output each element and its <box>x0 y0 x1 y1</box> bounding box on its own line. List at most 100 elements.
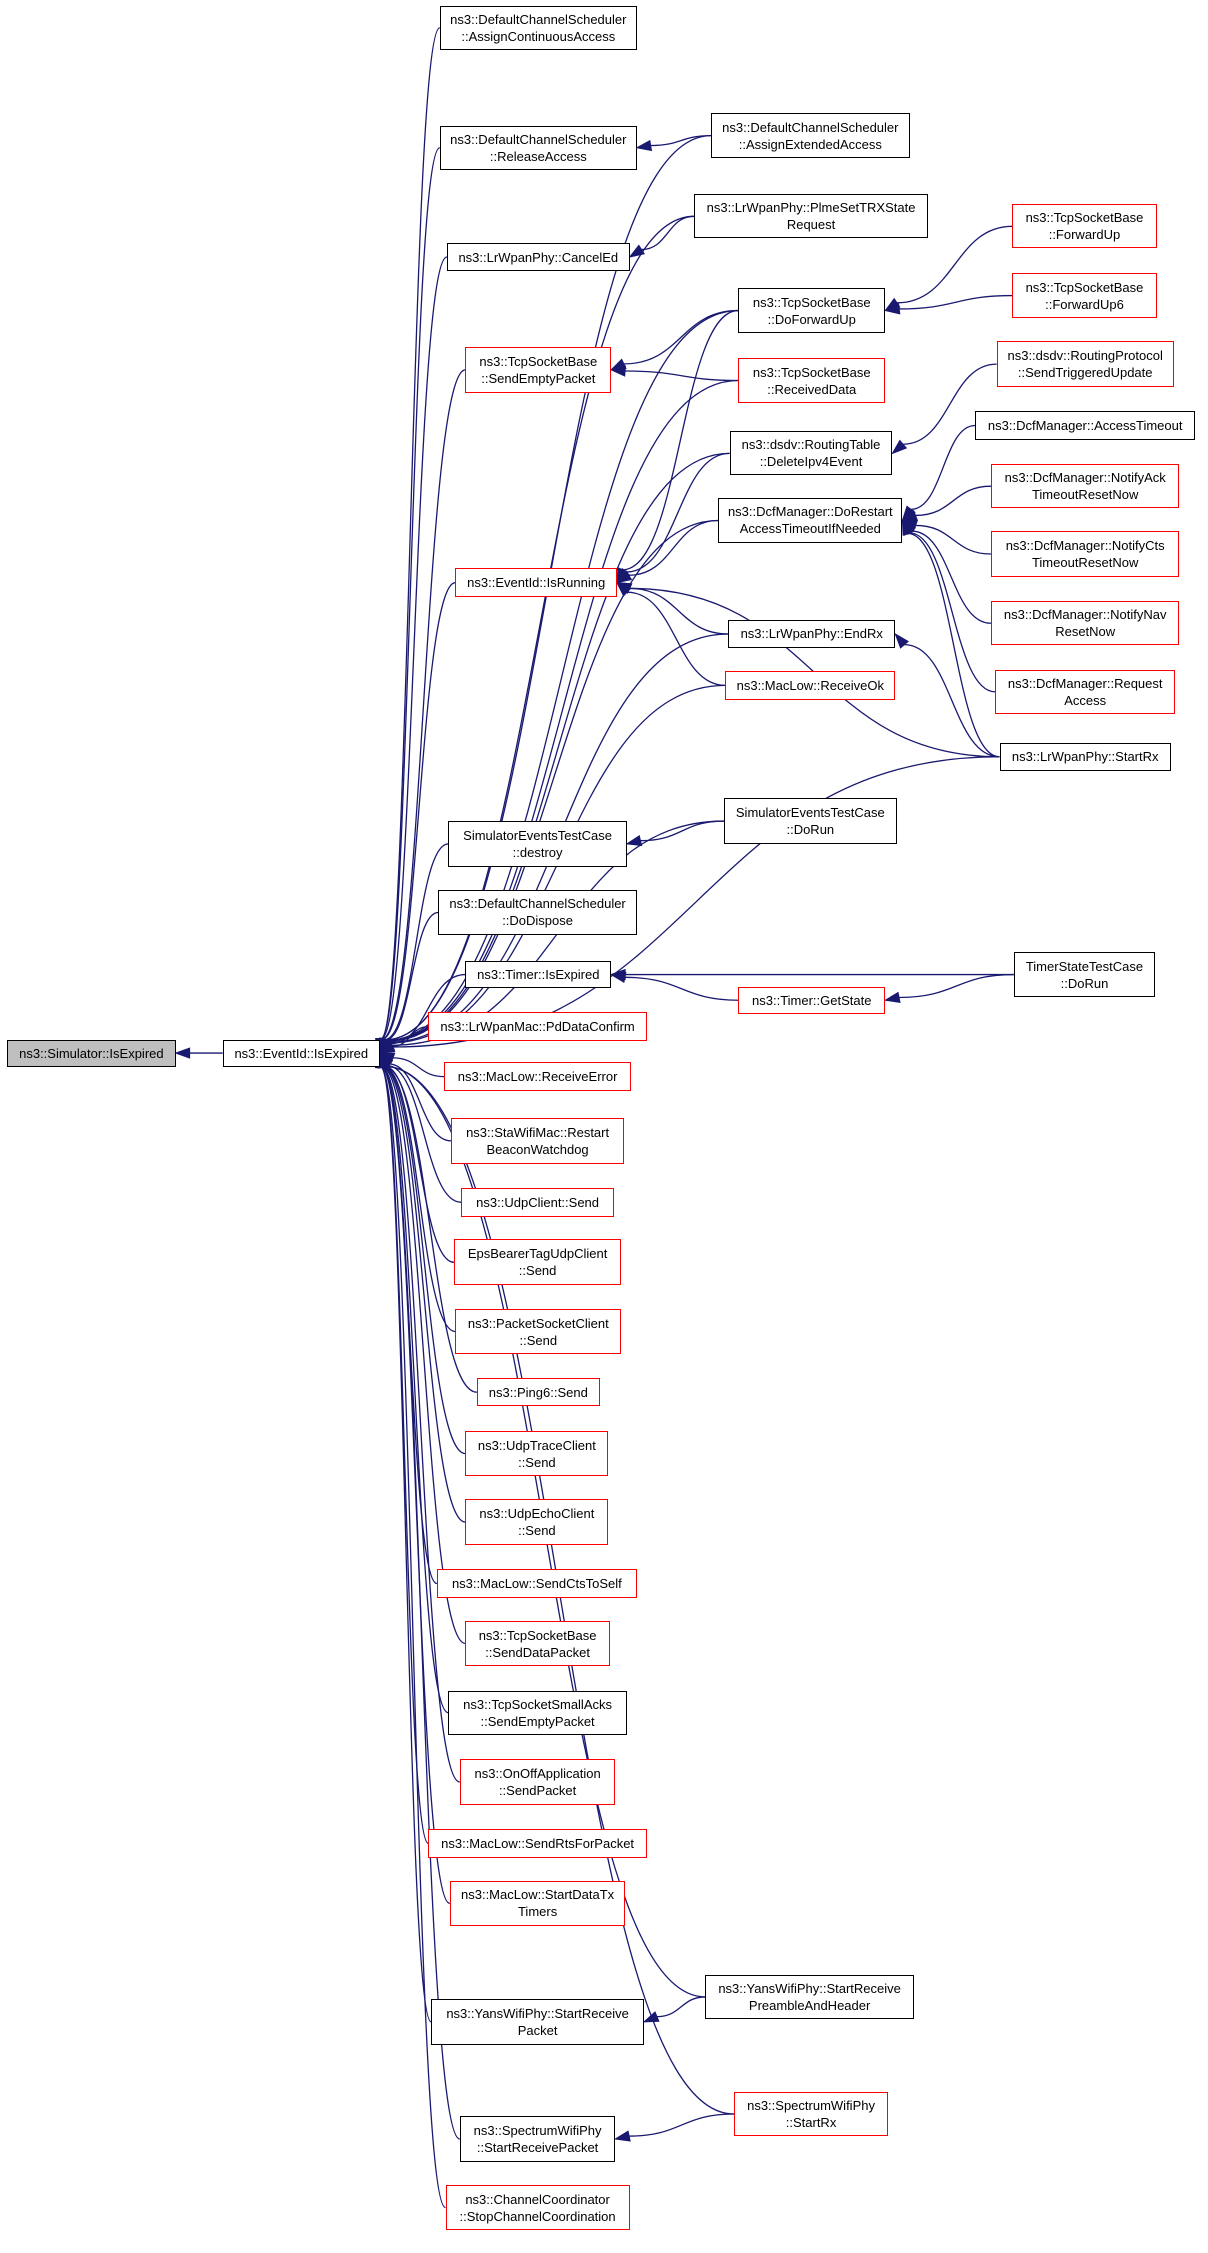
arrowhead-n47-to-n48 <box>613 2130 631 2142</box>
call-edge-n17-to-n1 <box>381 581 456 1040</box>
node-maclow-receiveerror[interactable]: ns3::MacLow::ReceiveError <box>444 1062 632 1091</box>
call-edge-n5-to-n6 <box>641 215 694 251</box>
call-edge-n7-to-n8 <box>896 225 1013 304</box>
call-edge-n21-to-n17 <box>627 591 726 687</box>
node-spectrumwifiphy-startreceivepacket[interactable]: ns3::SpectrumWifiPhy::StartReceivePacket <box>459 2116 616 2162</box>
call-edge-n32-to-n1 <box>388 1063 452 1142</box>
arrowhead-n5-to-n6 <box>628 244 646 258</box>
arrowhead-n12-to-n13 <box>891 439 908 455</box>
node-dsdv-routingtable-deleteipv4event[interactable]: ns3::dsdv::RoutingTable::DeleteIpv4Event <box>729 431 893 476</box>
node-eventid-isrunning[interactable]: ns3::EventId::IsRunning <box>455 568 617 597</box>
call-edge-n33-to-n1 <box>386 1064 462 1203</box>
node-tcpsocketbase-senddatapacket[interactable]: ns3::TcpSocketBase::SendDataPacket <box>465 1620 610 1667</box>
call-edge-n13-to-n1 <box>386 452 730 1042</box>
arrowhead-n11-to-n10 <box>609 365 627 377</box>
call-edge-n45-to-n46 <box>656 1996 706 2018</box>
arrowhead-n30-to-n1 <box>378 1041 396 1054</box>
call-edge-n8-to-n1 <box>385 309 739 1042</box>
node-packetsocketclient-send[interactable]: ns3::PacketSocketClient::Send <box>455 1309 622 1354</box>
node-maclow-sendctstoself[interactable]: ns3::MacLow::SendCtsToSelf <box>436 1569 637 1598</box>
call-edge-n41-to-n1 <box>380 1066 449 1714</box>
call-edge-n5-to-n1 <box>384 215 694 1041</box>
node-tcpsocketbase-forwardup6[interactable]: ns3::TcpSocketBase::ForwardUp6 <box>1012 272 1157 319</box>
node-tcpsocketbase-sendemptypacket[interactable]: ns3::TcpSocketBase::SendEmptyPacket <box>465 346 612 393</box>
node-onoffapplication-sendpacket[interactable]: ns3::OnOffApplication::SendPacket <box>459 1759 616 1805</box>
node-defaultchannelscheduler-releaseaccess[interactable]: ns3::DefaultChannelScheduler::ReleaseAcc… <box>439 125 637 170</box>
call-edge-n30-to-n1 <box>392 1026 429 1048</box>
node-simulator-isexpired: ns3::Simulator::IsExpired <box>7 1039 176 1067</box>
node-tcpsocketbase-doforwardup[interactable]: ns3::TcpSocketBase::DoForwardUp <box>738 288 886 333</box>
call-edge-n27-to-n1 <box>390 973 466 1045</box>
node-udpechoclient-send[interactable]: ns3::UdpEchoClient::Send <box>465 1499 609 1545</box>
call-edge-n23-to-n20 <box>904 644 1000 758</box>
node-udptraceclient-send[interactable]: ns3::UdpTraceClient::Send <box>465 1430 609 1477</box>
call-edge-n36-to-n1 <box>383 1065 477 1393</box>
node-dcfmanager-accesstimeout[interactable]: ns3::DcfManager::AccessTimeout <box>975 411 1196 440</box>
call-edge-n10-to-n1 <box>381 369 466 1040</box>
call-edge-n26-to-n1 <box>385 911 439 1041</box>
call-edge-n8-to-n10 <box>623 309 739 365</box>
node-epsbearertagudpclient-send[interactable]: EpsBearerTagUdpClient::Send <box>454 1239 622 1286</box>
call-edge-n31-to-n1 <box>392 1057 445 1078</box>
call-edge-n4-to-n3 <box>650 135 712 147</box>
node-lrwpanphy-startrx[interactable]: ns3::LrWpanPhy::StartRx <box>999 742 1171 772</box>
call-edge-n11-to-n10 <box>625 370 739 382</box>
node-channelcoordinator-stopchannelcoordination[interactable]: ns3::ChannelCoordinator::StopChannelCoor… <box>445 2184 630 2231</box>
call-edge-n29-to-n27 <box>624 976 739 1001</box>
call-edge-n15-to-n17 <box>628 519 719 576</box>
node-defaultchannelscheduler-assigncontinuousaccess[interactable]: ns3::DefaultChannelScheduler::AssignCont… <box>439 5 637 50</box>
call-edge-n35-to-n1 <box>383 1065 456 1333</box>
node-udpclient-send[interactable]: ns3::UdpClient::Send <box>461 1188 614 1217</box>
node-simulatoreventstestcase-destroy[interactable]: SimulatorEventsTestCase::destroy <box>448 821 627 867</box>
node-tcpsocketbase-forwardup[interactable]: ns3::TcpSocketBase::ForwardUp <box>1012 204 1157 249</box>
node-defaultchannelscheduler-assignextendedaccess[interactable]: ns3::DefaultChannelScheduler::AssignExte… <box>711 112 910 159</box>
call-edge-n38-to-n1 <box>382 1066 466 1523</box>
node-lrwpanmac-pddataconfirm[interactable]: ns3::LrWpanMac::PdDataConfirm <box>428 1012 647 1041</box>
node-lrwpanphy-endrx[interactable]: ns3::LrWpanPhy::EndRx <box>728 619 896 649</box>
call-edge-n28-to-n29 <box>899 973 1014 999</box>
node-timer-getstate[interactable]: ns3::Timer::GetState <box>738 986 886 1014</box>
arrowhead-n4-to-n3 <box>635 139 653 152</box>
node-spectrumwifiphy-startrx[interactable]: ns3::SpectrumWifiPhy::StartRx <box>733 2091 889 2137</box>
call-edge-n40-to-n1 <box>381 1066 466 1645</box>
call-edge-n3-to-n1 <box>380 147 441 1040</box>
arrowhead-n28-to-n29 <box>883 991 901 1003</box>
call-edge-n23-to-n15 <box>907 532 1000 758</box>
call-edge-n25-to-n1 <box>384 843 449 1041</box>
node-maclow-sendrtsforpacket[interactable]: ns3::MacLow::SendRtsForPacket <box>428 1829 647 1858</box>
call-edge-n15-to-n1 <box>387 519 719 1042</box>
node-tcpsocketsmallacks-sendemptypacket[interactable]: ns3::TcpSocketSmallAcks::SendEmptyPacket <box>448 1690 627 1735</box>
node-defaultchannelscheduler-dodispose[interactable]: ns3::DefaultChannelScheduler::DoDispose <box>438 889 637 936</box>
node-tcpsocketbase-receiveddata[interactable]: ns3::TcpSocketBase::ReceivedData <box>738 358 886 403</box>
node-ping6-send[interactable]: ns3::Ping6::Send <box>476 1377 600 1407</box>
call-edge-n16-to-n15 <box>915 485 991 517</box>
call-edge-n9-to-n8 <box>899 294 1013 310</box>
call-edge-n19-to-n15 <box>911 530 991 624</box>
node-eventid-isexpired[interactable]: ns3::EventId::IsExpired <box>222 1039 380 1067</box>
node-dsdv-routingprotocol-sendtriggeredupdate[interactable]: ns3::dsdv::RoutingProtocol::SendTriggere… <box>996 341 1174 387</box>
call-edge-n14-to-n15 <box>910 424 976 511</box>
node-lrwpanphy-canceled[interactable]: ns3::LrWpanPhy::CancelEd <box>446 242 630 272</box>
node-maclow-receiveok[interactable]: ns3::MacLow::ReceiveOk <box>725 671 896 700</box>
call-edge-n48-to-n1 <box>380 1066 461 2140</box>
arrowhead-n45-to-n46 <box>642 2011 660 2023</box>
call-edge-n8-to-n17 <box>622 309 739 571</box>
call-edge-n42-to-n1 <box>381 1066 461 1783</box>
arrowhead-n23-to-n20 <box>894 632 910 649</box>
node-timer-isexpired[interactable]: ns3::Timer::IsExpired <box>465 960 612 989</box>
call-edge-n49-to-n1 <box>380 1066 447 2209</box>
call-edge-n47-to-n48 <box>629 2113 734 2137</box>
call-edge-n24-to-n25 <box>640 820 724 842</box>
node-simulatoreventstestcase-dorun[interactable]: SimulatorEventsTestCase::DoRun <box>723 798 897 844</box>
node-timerstatetestcase-dorun[interactable]: TimerStateTestCase::DoRun <box>1013 952 1156 997</box>
